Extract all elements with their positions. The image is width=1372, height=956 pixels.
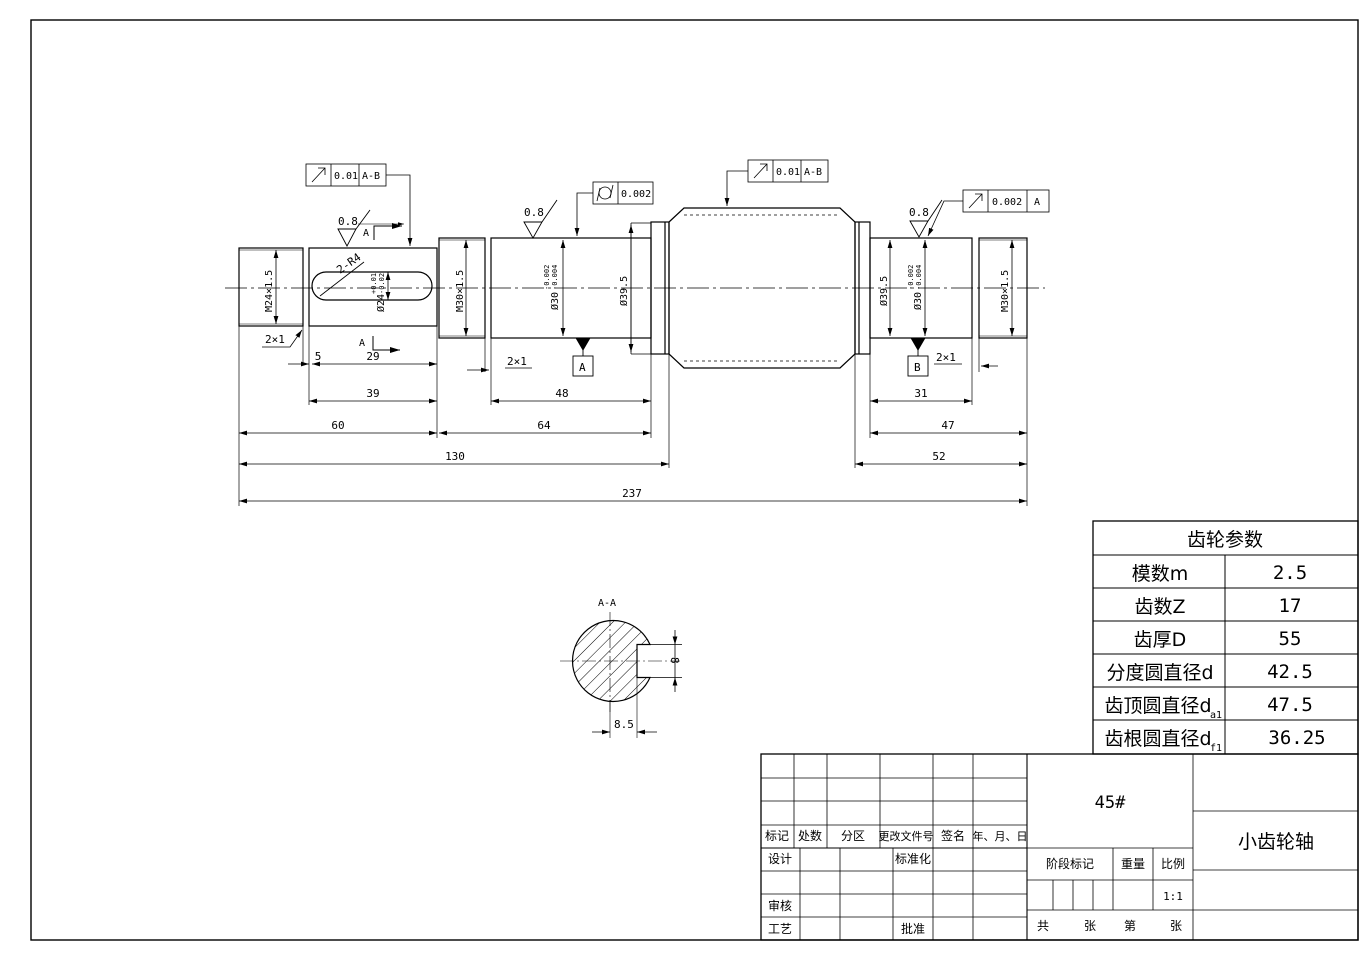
thread-label-m30-left: M30×1.5 — [455, 270, 466, 312]
tb-sheet-total-unit: 张 — [1084, 919, 1096, 933]
section-depth-label: 8.5 — [614, 718, 634, 731]
gear-param-tip-value: 47.5 — [1267, 694, 1313, 716]
tol-upper-30-left: -0.002 — [543, 265, 551, 290]
tb-review: 审核 — [768, 898, 792, 913]
tb-header-count: 处数 — [798, 828, 822, 843]
thread-label-m24: M24×1.5 — [264, 270, 275, 312]
fcf-value-1: 0.01 — [334, 171, 358, 182]
datum-symbols — [572, 337, 929, 377]
fcf-datum-1: A-B — [362, 171, 380, 182]
tol-upper-30-right: -0.002 — [907, 265, 915, 290]
chamfer-leaders — [262, 329, 998, 373]
tol-lower-30-left: -0.004 — [551, 265, 559, 290]
tb-process: 工艺 — [768, 922, 792, 936]
diameter-dimensions — [273, 225, 1015, 352]
tb-sheet-number-unit: 张 — [1170, 919, 1182, 933]
roughness-symbols — [337, 199, 943, 247]
gear-param-root-label: 齿根圆直径d — [1104, 728, 1211, 750]
dim-31: 31 — [914, 387, 927, 400]
tb-material: 45# — [1095, 793, 1126, 813]
gear-param-width-label: 齿厚D — [1134, 629, 1187, 651]
tb-weight: 重量 — [1121, 857, 1145, 871]
feature-control-frames — [305, 159, 1050, 246]
section-mark-top: A — [363, 228, 369, 239]
tb-sheet-number: 第 — [1124, 919, 1136, 933]
fcf-value-2: 0.002 — [621, 189, 651, 200]
diameter-label-39-right: Ø39.5 — [878, 276, 890, 306]
gear-param-pitch-value: 42.5 — [1267, 661, 1313, 683]
gear-param-pitch-label: 分度圆直径d — [1106, 662, 1213, 684]
sheet-border — [30, 19, 1359, 941]
diameter-label-30-right: Ø30 — [912, 292, 924, 310]
dim-39: 39 — [366, 387, 379, 400]
diameter-label-24: Ø24 — [375, 294, 387, 312]
dim-60: 60 — [331, 419, 344, 432]
tb-header-signature: 签名 — [941, 828, 965, 843]
roughness-label-1: 0.8 — [338, 215, 358, 228]
dim-130: 130 — [445, 450, 465, 463]
chamfer-label-1: 2×1 — [265, 333, 285, 346]
tb-design: 设计 — [768, 852, 792, 866]
gear-table-title: 齿轮参数 — [1187, 529, 1263, 551]
section-mark-bottom: A — [359, 338, 365, 349]
tb-header-date: 年、月、日 — [973, 829, 1028, 843]
section-cut-marks — [372, 223, 402, 353]
tol-lower-24: -0.02 — [378, 273, 386, 294]
tb-scale-label: 比例 — [1161, 857, 1185, 871]
gear-param-teeth-value: 17 — [1279, 595, 1302, 617]
fcf-datum-4: A — [1034, 197, 1040, 208]
tb-sheet-total: 共 — [1037, 919, 1049, 933]
diameter-labels: M24×1.5 Ø24 +0.01 -0.02 M30×1.5 Ø30 -0.0… — [264, 250, 1011, 312]
dim-64: 64 — [537, 419, 551, 432]
gear-param-module-label: 模数m — [1132, 563, 1189, 585]
roughness-label-3: 0.8 — [909, 206, 929, 219]
gear-param-module-value: 2.5 — [1273, 562, 1307, 584]
tol-upper-24: +0.01 — [370, 273, 378, 294]
dim-47: 47 — [941, 419, 954, 432]
diameter-label-30-left: Ø30 — [549, 292, 561, 310]
dim-29: 29 — [366, 350, 379, 363]
chamfer-label-2: 2×1 — [507, 355, 527, 368]
section-title: A-A — [598, 598, 616, 609]
tb-header-zone: 分区 — [841, 829, 865, 843]
shaft-outline — [225, 207, 1045, 506]
diameter-label-39-left: Ø39.5 — [618, 276, 630, 306]
datum-b-label: B — [914, 361, 921, 374]
chamfer-label-3: 2×1 — [936, 351, 956, 364]
gear-param-root-value: 36.25 — [1268, 727, 1325, 749]
tb-header-mark: 标记 — [765, 829, 789, 843]
gear-param-tip-sub: a1 — [1210, 710, 1222, 721]
gear-param-tip-label: 齿顶圆直径d — [1104, 695, 1211, 717]
gear-param-root-sub: f1 — [1210, 743, 1222, 754]
tol-lower-30-right: -0.004 — [915, 265, 923, 290]
roughness-label-2: 0.8 — [524, 206, 544, 219]
datum-a-label: A — [579, 361, 586, 374]
tb-approve: 批准 — [901, 921, 925, 936]
dim-52: 52 — [932, 450, 945, 463]
tb-header-change-doc: 更改文件号 — [879, 829, 934, 843]
length-dimensions — [239, 361, 1027, 504]
tb-scale: 1:1 — [1163, 890, 1183, 903]
dim-48: 48 — [555, 387, 568, 400]
fcf-value-4: 0.002 — [992, 197, 1022, 208]
tb-standardize: 标准化 — [895, 852, 931, 866]
section-view-a-a: A-A 8 8.5 — [560, 598, 682, 738]
tb-part-name: 小齿轮轴 — [1238, 831, 1314, 853]
fcf-datum-3: A-B — [804, 167, 822, 178]
dim-5: 5 — [315, 350, 322, 363]
tb-stage: 阶段标记 — [1046, 856, 1094, 871]
gear-param-teeth-label: 齿数Z — [1134, 596, 1185, 618]
dim-237: 237 — [622, 487, 642, 500]
title-block — [760, 753, 1359, 941]
gear-param-width-value: 55 — [1279, 628, 1302, 650]
thread-label-m30-right: M30×1.5 — [1000, 270, 1011, 312]
fcf-value-3: 0.01 — [776, 167, 800, 178]
keyway — [311, 271, 433, 301]
section-width-label: 8 — [668, 657, 681, 664]
